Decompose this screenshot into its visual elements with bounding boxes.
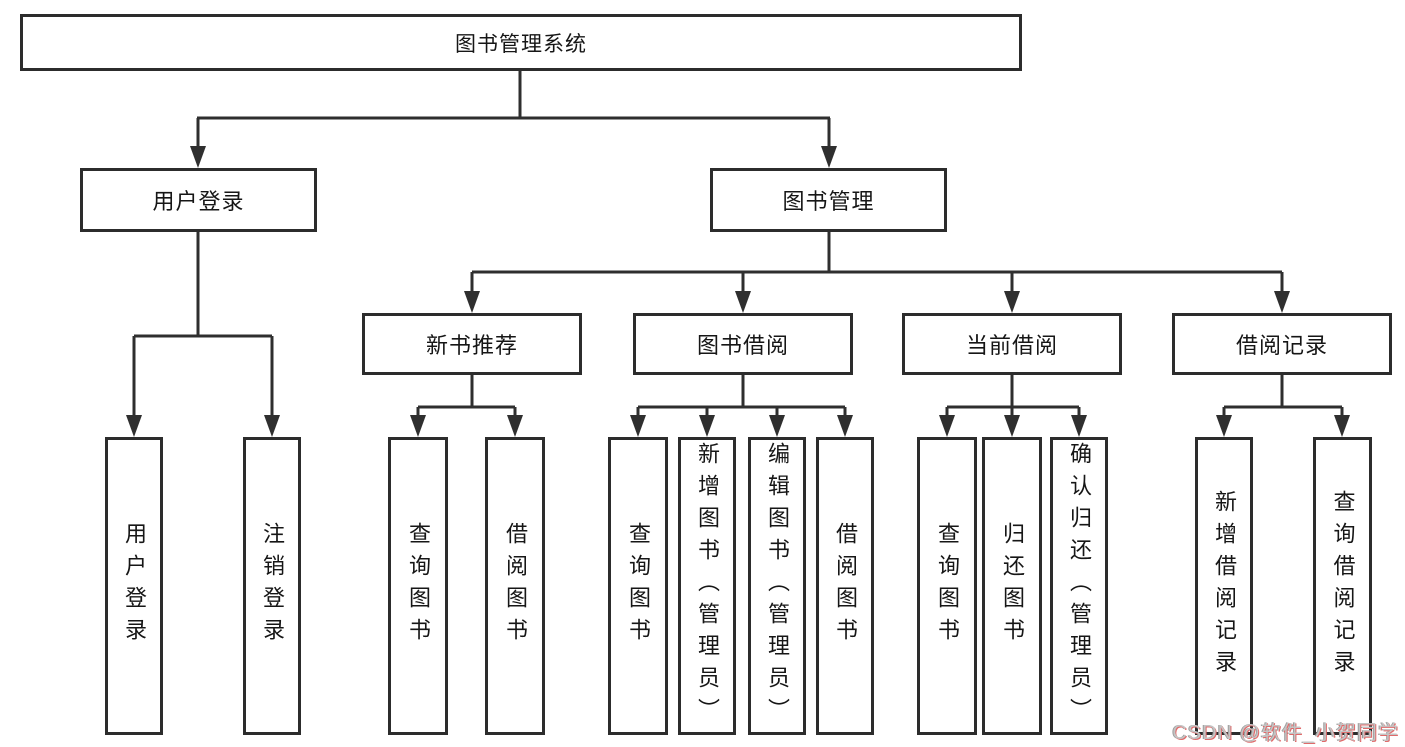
leaf-user-login-label: 用户登录 xyxy=(122,522,147,650)
node-user-login-label: 用户登录 xyxy=(152,189,245,214)
leaf-borrow-books-2-label: 借阅图书 xyxy=(833,522,858,650)
leaf-user-login: 用户登录 xyxy=(105,437,163,735)
leaf-borrow-books-1: 借阅图书 xyxy=(485,437,545,735)
leaf-query-borrow-record-label: 查询借阅记录 xyxy=(1330,490,1356,682)
leaf-query-books-1-label: 查询图书 xyxy=(406,522,431,650)
node-book-management: 图书管理 xyxy=(710,168,947,232)
leaf-query-books-2: 查询图书 xyxy=(608,437,668,735)
leaf-edit-books-admin: 编辑图书（管理员） xyxy=(748,437,806,735)
node-new-book-recommend-label: 新书推荐 xyxy=(425,333,518,358)
leaf-return-books-label: 归还图书 xyxy=(1000,522,1025,650)
leaf-add-books-admin-label: 新增图书（管理员） xyxy=(695,442,720,730)
leaf-query-books-1: 查询图书 xyxy=(388,437,448,735)
leaf-confirm-return-admin-label: 确认归还（管理员） xyxy=(1067,442,1092,730)
csdn-watermark: CSDN @软件_小贺同学 xyxy=(1172,722,1399,744)
node-root-label: 图书管理系统 xyxy=(455,32,587,56)
node-borrowing-records-label: 借阅记录 xyxy=(1235,333,1328,358)
node-user-login: 用户登录 xyxy=(80,168,317,232)
leaf-add-borrow-record: 新增借阅记录 xyxy=(1195,437,1253,735)
leaf-query-books-3: 查询图书 xyxy=(917,437,977,735)
node-book-borrowing-label: 图书借阅 xyxy=(696,333,789,358)
node-current-borrowing: 当前借阅 xyxy=(902,313,1122,375)
node-book-borrowing: 图书借阅 xyxy=(633,313,853,375)
node-root: 图书管理系统 xyxy=(20,14,1022,71)
leaf-query-borrow-record: 查询借阅记录 xyxy=(1313,437,1372,735)
node-current-borrowing-label: 当前借阅 xyxy=(965,333,1058,358)
leaf-confirm-return-admin: 确认归还（管理员） xyxy=(1050,437,1108,735)
leaf-query-books-2-label: 查询图书 xyxy=(626,522,651,650)
leaf-add-books-admin: 新增图书（管理员） xyxy=(678,437,736,735)
leaf-borrow-books-2: 借阅图书 xyxy=(816,437,874,735)
leaf-logout: 注销登录 xyxy=(243,437,301,735)
leaf-borrow-books-1-label: 借阅图书 xyxy=(503,522,528,650)
node-book-management-label: 图书管理 xyxy=(782,189,875,214)
leaf-query-books-3-label: 查询图书 xyxy=(935,522,960,650)
leaf-add-borrow-record-label: 新增借阅记录 xyxy=(1212,490,1237,682)
node-borrowing-records: 借阅记录 xyxy=(1172,313,1392,375)
leaf-return-books: 归还图书 xyxy=(982,437,1042,735)
node-new-book-recommend: 新书推荐 xyxy=(362,313,582,375)
leaf-logout-label: 注销登录 xyxy=(260,522,285,650)
leaf-edit-books-admin-label: 编辑图书（管理员） xyxy=(765,442,790,730)
